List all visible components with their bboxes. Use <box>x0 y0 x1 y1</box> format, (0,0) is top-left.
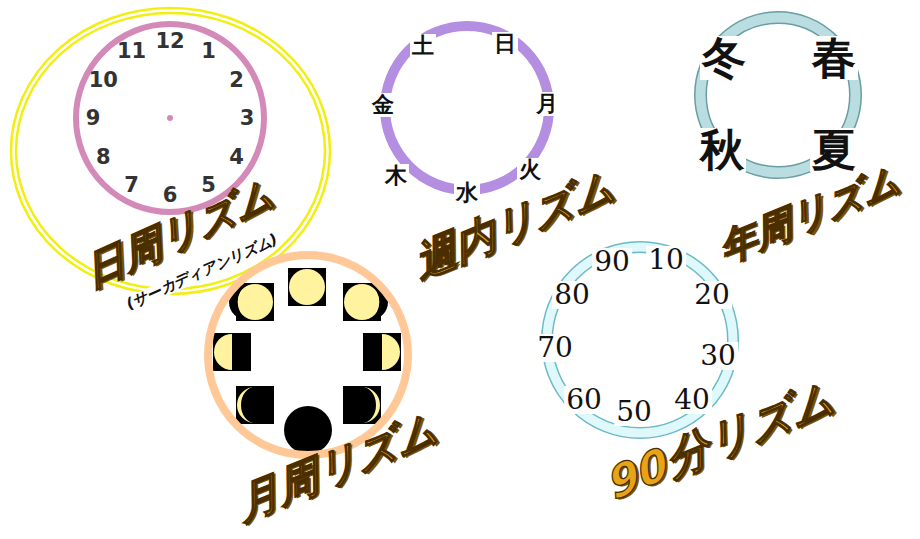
cycle-mark: 20 <box>692 281 732 309</box>
cycle-mark: 7 <box>124 174 139 195</box>
moon-new <box>284 406 332 454</box>
cycle-mark: 10 <box>89 69 118 90</box>
cycle-mark: 50 <box>614 398 654 426</box>
ring-band <box>208 255 408 455</box>
moon-square <box>288 268 326 306</box>
cycle-mark: 11 <box>117 41 146 62</box>
moon-gibbous <box>344 284 380 320</box>
rhythm-title: 年周リズム <box>716 159 904 269</box>
cycle-mark: 夏 <box>810 128 858 172</box>
cycle-mark: 6 <box>163 185 178 206</box>
clock-center <box>167 115 173 121</box>
moon-ring: 月周リズム <box>203 250 413 460</box>
moon-square <box>343 386 381 424</box>
circadian-highlight: 121234567891011日周リズム(サーカディアンリズム) <box>8 5 333 297</box>
cycle-mark: 90 <box>592 248 632 276</box>
week-ring: 土日月火水木金週内リズム <box>379 20 555 196</box>
cycle-mark: 60 <box>564 386 604 414</box>
cycle-mark: 9 <box>86 108 101 129</box>
cycle-mark: 70 <box>535 334 575 362</box>
moon-half <box>382 334 400 370</box>
cycle-mark: 春 <box>810 36 858 80</box>
cycle-mark: 3 <box>240 108 255 129</box>
cycle-mark: 1 <box>201 41 216 62</box>
moon-gibbous <box>237 284 273 320</box>
cycle-mark: 月 <box>534 92 560 116</box>
moon-square <box>236 386 274 424</box>
moon-crescent <box>362 387 380 423</box>
cycle-mark: 4 <box>229 146 244 167</box>
ring-band <box>385 26 549 190</box>
cycle-mark: 10 <box>646 246 686 274</box>
season-ring: 冬春秋夏年周リズム <box>693 10 863 180</box>
cycle-mark: 冬 <box>700 36 748 80</box>
cycle-mark: 30 <box>698 342 738 370</box>
cycle-mark: 水 <box>454 181 480 205</box>
moon-square <box>363 333 401 371</box>
clock-rim <box>76 24 264 212</box>
moon-square <box>213 333 251 371</box>
cycle-mark: 火 <box>517 158 543 182</box>
cycle-mark: 5 <box>201 174 216 195</box>
cycle-mark: 12 <box>155 31 184 52</box>
rhythm-title: 月周リズム <box>234 406 442 527</box>
ring-band <box>547 247 733 433</box>
cycle-mark: 土 <box>410 34 436 58</box>
cycle-mark: 金 <box>370 93 396 117</box>
cycle-mark: 2 <box>229 69 244 90</box>
ninety-minute-ring: 90102030405060708090分リズム <box>540 240 740 440</box>
cycle-mark: 秋 <box>698 128 746 172</box>
cycle-mark: 木 <box>383 164 409 188</box>
cycle-mark: 40 <box>672 386 712 414</box>
moon-full <box>289 269 325 305</box>
moon-half <box>214 334 232 370</box>
cycle-mark: 日 <box>492 32 518 56</box>
highlight-ellipse <box>11 8 330 294</box>
cycle-mark: 8 <box>96 146 111 167</box>
ring-fill <box>547 247 733 433</box>
moon-crescent <box>237 387 255 423</box>
cycle-mark: 80 <box>552 281 592 309</box>
